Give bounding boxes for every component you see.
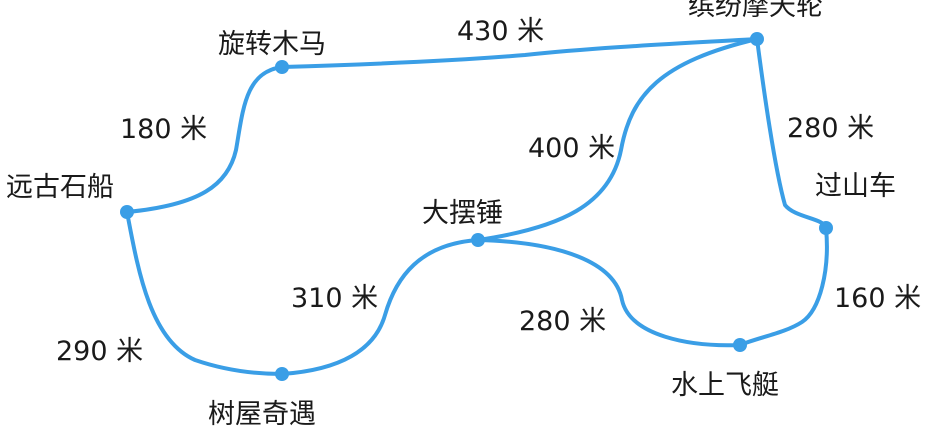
ancient-ship-label: 远古石船 bbox=[6, 172, 114, 203]
route-roller-coaster-water-boat bbox=[738, 226, 829, 347]
route-ferris-wheel-roller-coaster bbox=[755, 37, 828, 230]
route-ship-treehouse bbox=[125, 210, 284, 376]
route-pendulum-water-boat bbox=[476, 238, 742, 348]
route-treehouse-pendulum bbox=[280, 238, 480, 376]
distance-pendulum-water-boat: 280 米 bbox=[519, 306, 606, 337]
carousel-node bbox=[275, 60, 289, 74]
pendulum-node bbox=[471, 233, 485, 247]
distance-pendulum-ferris-wheel: 400 米 bbox=[528, 133, 615, 164]
carousel-label: 旋转木马 bbox=[218, 29, 326, 60]
route-carousel-ferris-wheel bbox=[280, 37, 759, 69]
route-ship-carousel bbox=[125, 65, 284, 214]
roller-coaster-node bbox=[819, 221, 833, 235]
distance-carousel-ferris-wheel: 430 米 bbox=[457, 16, 544, 47]
roller-coaster-label: 过山车 bbox=[815, 171, 896, 202]
ferris-wheel-label: 缤纷摩天轮 bbox=[688, 0, 823, 22]
distance-ferris-wheel-roller-coaster: 280 米 bbox=[787, 113, 874, 144]
treehouse-label: 树屋奇遇 bbox=[208, 399, 316, 430]
ancient-ship-node bbox=[120, 205, 134, 219]
distance-roller-coaster-water-boat: 160 米 bbox=[834, 283, 921, 314]
route-pendulum-ferris-wheel bbox=[476, 37, 759, 242]
distance-treehouse-pendulum: 310 米 bbox=[291, 283, 378, 314]
water-boat-node bbox=[733, 338, 747, 352]
water-boat-label: 水上飞艇 bbox=[671, 370, 779, 401]
treehouse-node bbox=[275, 367, 289, 381]
ferris-wheel-node bbox=[750, 32, 764, 46]
distance-ship-treehouse: 290 米 bbox=[56, 336, 143, 367]
pendulum-label: 大摆锤 bbox=[422, 198, 503, 229]
distance-ship-carousel: 180 米 bbox=[120, 114, 207, 145]
